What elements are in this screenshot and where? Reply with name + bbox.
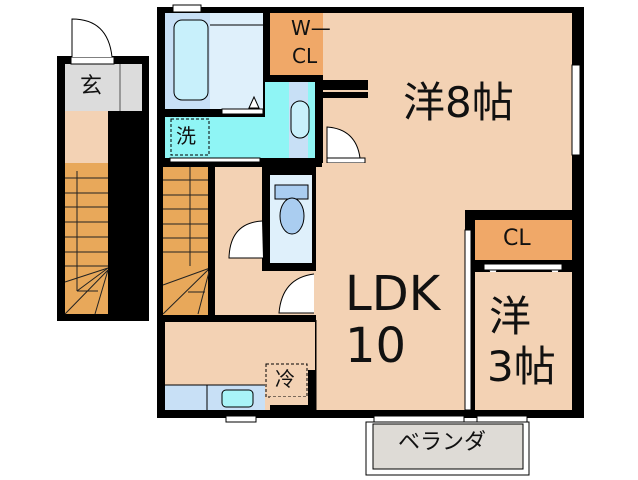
western-3-label-2: 3帖 xyxy=(487,342,556,391)
closet-floor xyxy=(475,220,572,260)
entrance-label: 玄 xyxy=(80,74,103,99)
bathtub-icon xyxy=(173,19,209,101)
stairs-main xyxy=(163,167,208,315)
fridge-space xyxy=(265,363,308,398)
entrance-door-sill xyxy=(70,56,115,65)
sliding-door xyxy=(464,229,472,411)
entrance-tower xyxy=(57,18,149,321)
shower-area xyxy=(210,13,263,109)
ldk-floor xyxy=(322,167,465,410)
balcony-label: ベランダ xyxy=(398,430,487,455)
western-8-label: 洋8帖 xyxy=(403,78,514,127)
door-swing-icon xyxy=(278,273,315,314)
western-3-label-1: 洋 xyxy=(489,292,532,341)
ldk-label-2: 10 xyxy=(345,318,407,374)
window xyxy=(571,64,581,156)
washer-space xyxy=(170,118,210,156)
sink-icon xyxy=(290,100,310,139)
ldk-label-1: LDK xyxy=(345,266,441,322)
washroom-label: 洗 xyxy=(176,124,196,148)
walk-in-closet-label-2: CL xyxy=(292,44,318,68)
door-swing-icon xyxy=(228,220,263,259)
entrance-floor xyxy=(65,64,142,111)
walk-in-closet-label-1: W— xyxy=(291,16,331,40)
stove-icon xyxy=(221,389,254,408)
toilet-icon xyxy=(279,197,305,235)
stairs xyxy=(65,163,108,314)
balcony-floor xyxy=(372,423,524,470)
door-swing-icon xyxy=(71,18,113,58)
western-3-floor xyxy=(475,272,572,410)
fridge-label: 冷 xyxy=(275,367,295,391)
closet-label: CL xyxy=(503,226,531,251)
door-swing-icon xyxy=(326,126,361,163)
